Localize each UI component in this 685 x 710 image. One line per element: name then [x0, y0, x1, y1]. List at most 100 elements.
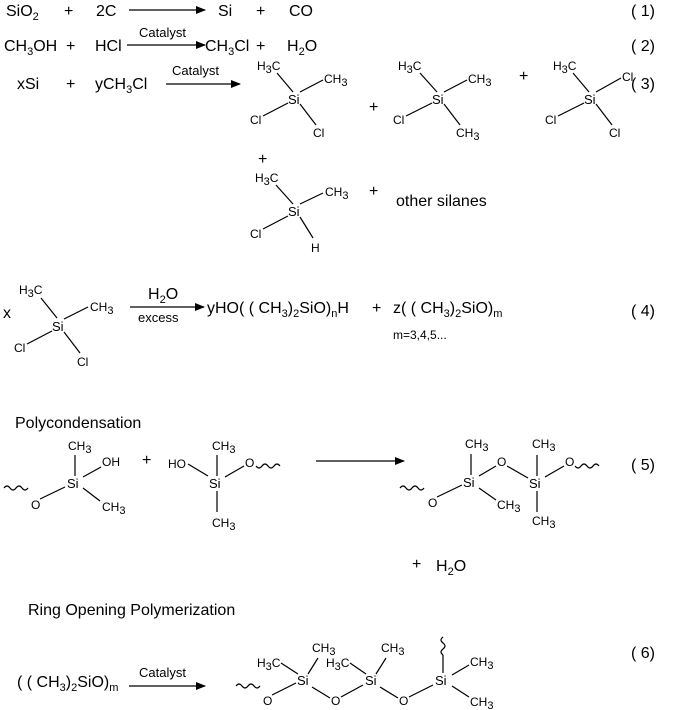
reaction-2: CH3OH + HCl Catalyst CH3Cl + H2O ( 2) [4, 25, 655, 58]
oxygen-atom: O [497, 455, 506, 469]
r2-number: ( 2) [631, 38, 655, 55]
r3-plus-4: + [258, 151, 267, 168]
methyl-label: CH3 [312, 641, 335, 658]
silanol-chain-end: O Si CH3 OH CH3 [3, 439, 125, 517]
r5-plus-2: + [412, 556, 421, 573]
methyl-label: CH3 [497, 498, 520, 515]
methyl-label: H3C [553, 59, 577, 76]
oxygen-atom: O [245, 456, 254, 470]
r5-water: H2O [436, 558, 466, 578]
r1-plus-1: + [64, 3, 73, 20]
r5-title: Polycondensation [15, 415, 141, 432]
chlorine-atom: Cl [622, 70, 633, 84]
silicon-atom: Si [435, 673, 447, 688]
methyl-label: CH3 [470, 655, 493, 672]
dimethyldichlorosilane: H3C CH3 Si Cl Cl [250, 59, 347, 140]
reaction-6: Ring Opening Polymerization ( ( CH3)2SiO… [17, 602, 655, 710]
chlorine-atom: Cl [250, 227, 261, 241]
silicon-atom: Si [288, 204, 300, 219]
methyl-label: H3C [19, 283, 43, 300]
silicon-atom: Si [297, 673, 309, 688]
r3-plus-5: + [369, 183, 378, 200]
r4-number: ( 4) [631, 303, 655, 320]
methyl-label: CH3 [325, 185, 348, 202]
methyl-label: H3C [398, 59, 422, 76]
chlorine-atom: Cl [609, 126, 620, 140]
r4-coefficient: x [3, 305, 11, 322]
r1-silicon: Si [218, 3, 232, 20]
r2-chloromethane: CH3Cl [205, 38, 249, 58]
methyl-label: CH3 [324, 72, 347, 89]
r3-ych3cl: yCH3Cl [95, 76, 147, 96]
r1-carbon: 2C [96, 3, 116, 20]
r1-sio2: SiO2 [6, 3, 39, 23]
trimethylchlorosilane: H3C CH3 Si Cl CH3 [393, 59, 491, 143]
wavy-bond [440, 636, 446, 656]
silicon-atom: Si [463, 475, 475, 490]
chlorine-atom: Cl [393, 113, 404, 127]
r6-title: Ring Opening Polymerization [28, 602, 235, 619]
hydroxyl-group: HO [168, 457, 186, 471]
methyl-label: H3C [255, 171, 279, 188]
hydroxyl-group: OH [102, 455, 120, 469]
r1-plus-2: + [256, 3, 265, 20]
r2-plus-1: + [66, 38, 75, 55]
silicon-atom: Si [584, 92, 596, 107]
methyl-label: CH3 [532, 437, 555, 454]
methyl-label: CH3 [381, 641, 404, 658]
wavy-bond [399, 485, 425, 491]
r4-linear-product: yHO( ( CH3)2SiO)nH [207, 300, 349, 320]
r4-plus: + [372, 300, 381, 317]
reaction-5: Polycondensation O Si CH3 OH CH3 + HO Si… [3, 415, 655, 578]
r3-plus-3: + [519, 68, 528, 85]
methyl-label: H3C [257, 656, 281, 673]
r3-number: ( 3) [631, 76, 655, 93]
r4-water-label: H2O [148, 286, 178, 306]
silicon-atom: Si [432, 92, 444, 107]
r2-water: H2O [287, 38, 317, 58]
reaction-1: SiO2 + 2C Si + CO ( 1) [6, 3, 655, 23]
hydrogen-atom: H [311, 241, 320, 255]
wavy-bond [3, 485, 29, 491]
reaction-3: xSi + yCH3Cl Catalyst H3C CH3 Si Cl Cl +… [17, 59, 655, 255]
methyl-label: CH3 [212, 439, 235, 456]
methyl-label: CH3 [456, 126, 479, 143]
chlorine-atom: Cl [313, 126, 324, 140]
silicon-atom: Si [209, 476, 221, 491]
chlorine-atom: Cl [14, 341, 25, 355]
oxygen-atom: O [263, 694, 272, 708]
silicon-atom: Si [365, 673, 377, 688]
r5-plus-1: + [142, 452, 151, 469]
r2-catalyst-label: Catalyst [139, 25, 186, 40]
r3-catalyst-label: Catalyst [172, 63, 219, 78]
methyl-label: CH3 [68, 439, 91, 456]
r3-other-silanes: other silanes [396, 193, 487, 210]
siloxane-dimer: O Si CH3 O CH3 Si CH3 O CH3 [399, 437, 600, 531]
dimethyldichlorosilane: H3C CH3 Si Cl Cl [14, 283, 113, 369]
oxygen-atom: O [31, 498, 40, 512]
silanol-chain-end: HO Si CH3 O CH3 [168, 439, 281, 533]
oxygen-atom: O [428, 496, 437, 510]
methyl-label: CH3 [465, 437, 488, 454]
r6-reactant: ( ( CH3)2SiO)m [17, 674, 118, 694]
r1-co: CO [289, 3, 313, 20]
r4-m-values: m=3,4,5... [393, 328, 447, 342]
wavy-bond [255, 463, 281, 469]
r1-number: ( 1) [631, 3, 655, 20]
polysiloxane-chain: O Si H3C CH3 O Si H3C CH3 O Si CH3 CH3 [235, 636, 493, 710]
oxygen-atom: O [399, 694, 408, 708]
dimethylchlorosilane: H3C CH3 Si Cl H [250, 171, 348, 255]
r2-methanol: CH3OH [4, 38, 57, 58]
r3-plus-1: + [66, 76, 75, 93]
r2-hcl: HCl [95, 38, 122, 55]
methyl-label: H3C [257, 59, 281, 76]
methyl-label: CH3 [532, 514, 555, 531]
methyl-label: CH3 [468, 72, 491, 89]
chlorine-atom: Cl [545, 113, 556, 127]
oxygen-atom: O [331, 694, 340, 708]
methyl-label: CH3 [212, 516, 235, 533]
r3-xsi: xSi [17, 76, 39, 93]
methyl-label: CH3 [470, 695, 493, 710]
r4-excess-label: excess [138, 310, 179, 325]
